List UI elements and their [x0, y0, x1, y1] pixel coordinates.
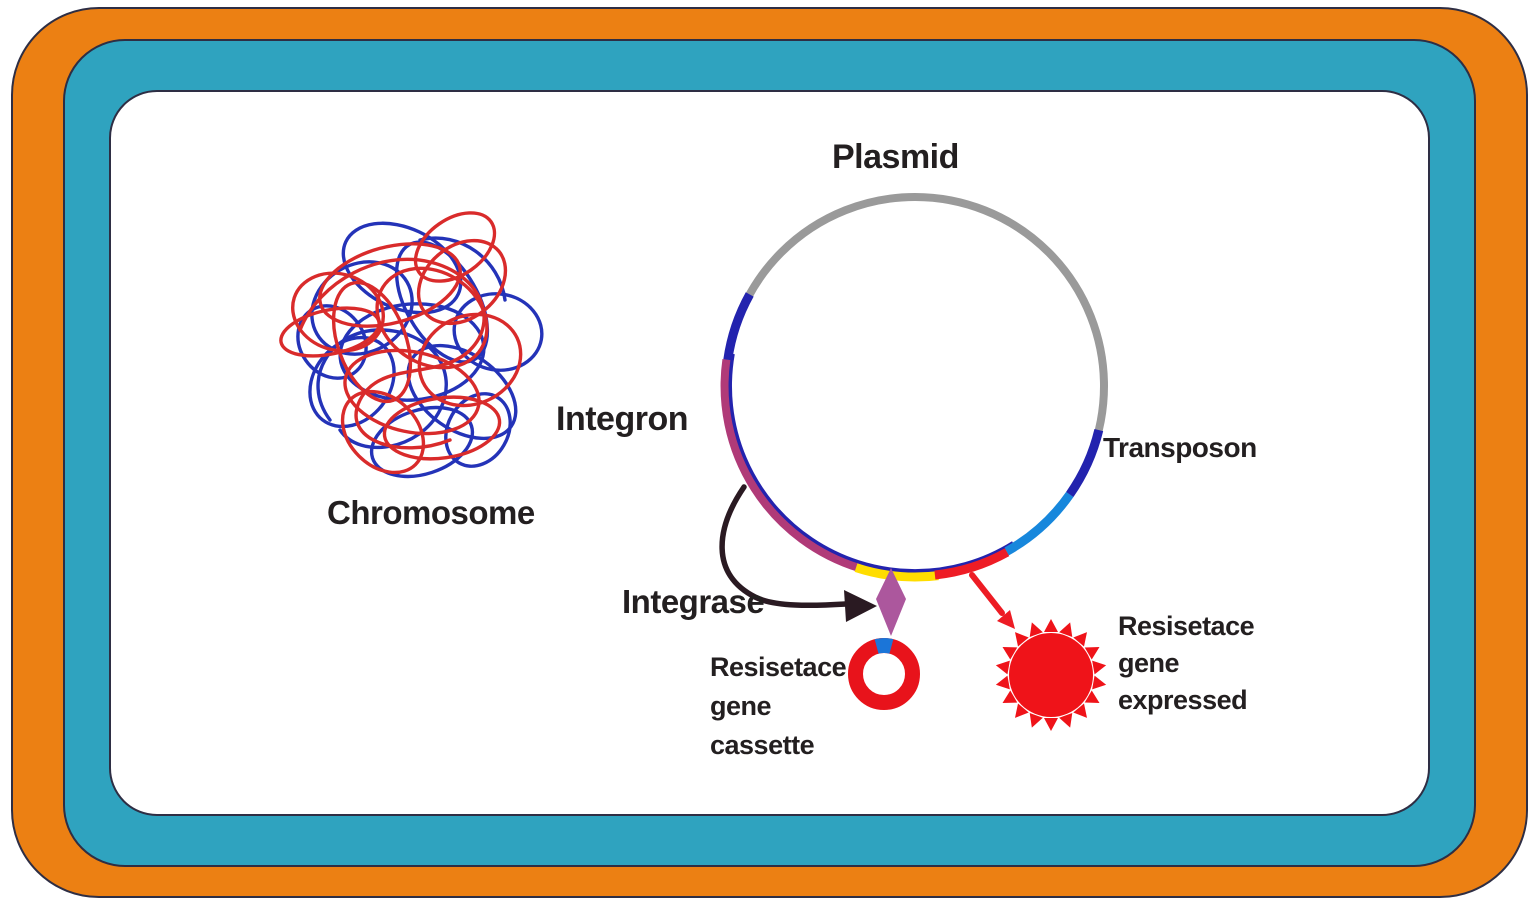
resistance-gene-arc: [934, 548, 1010, 580]
sun-spikes: [995, 619, 1107, 731]
expression-arrowhead: [997, 610, 1015, 629]
resistance-gene-expressed-label: Resisetace gene expressed: [1118, 608, 1255, 719]
transposon-light-blue-arc: [1004, 491, 1074, 556]
integron-top-blue-arc: [723, 292, 754, 361]
integrase-arrow: [719, 484, 877, 622]
transposon-dark-blue-arc: [1066, 428, 1104, 497]
expressed-label-line2: gene: [1118, 648, 1180, 678]
integron-arc: [720, 358, 861, 572]
expression-arrow-shaft: [969, 572, 1005, 616]
resistance-expressed-sun-icon: [995, 619, 1107, 731]
expressed-label-line1: Resisetace: [1118, 611, 1255, 641]
cassette-ring-red-arc: [848, 638, 920, 710]
integrase-arrow-curve: [719, 484, 849, 609]
cassette-attachment-arc: [854, 563, 939, 582]
cassette-label-line3: cassette: [710, 730, 815, 760]
chromosome-red-strands: [279, 211, 523, 475]
integrase-diamond-icon: [876, 568, 906, 636]
plasmid-label: Plasmid: [832, 138, 959, 176]
plasmid-circle: [720, 193, 1108, 582]
cassette-ring-blue-notch: [874, 638, 894, 654]
inner-panel: [109, 90, 1430, 816]
chromosome-icon: [279, 211, 544, 479]
expression-arrow: [969, 572, 1015, 629]
integron-label: Integron: [556, 400, 688, 438]
integron-inner-edge-arc: [727, 353, 1015, 574]
gene-cassette-ring-icon: [848, 638, 920, 710]
expressed-label-line3: expressed: [1118, 685, 1248, 715]
sun-body: [1009, 633, 1093, 717]
chromosome-label: Chromosome: [327, 494, 535, 531]
integrase-arrowhead: [844, 590, 877, 622]
cassette-label-line2: gene: [710, 691, 772, 721]
cassette-label-line1: Resisetace: [710, 652, 847, 682]
resistance-gene-cassette-label: Resisetace gene cassette: [710, 648, 847, 765]
integrase-label: Integrase: [622, 583, 765, 620]
transposon-label: Transposon: [1103, 432, 1257, 463]
